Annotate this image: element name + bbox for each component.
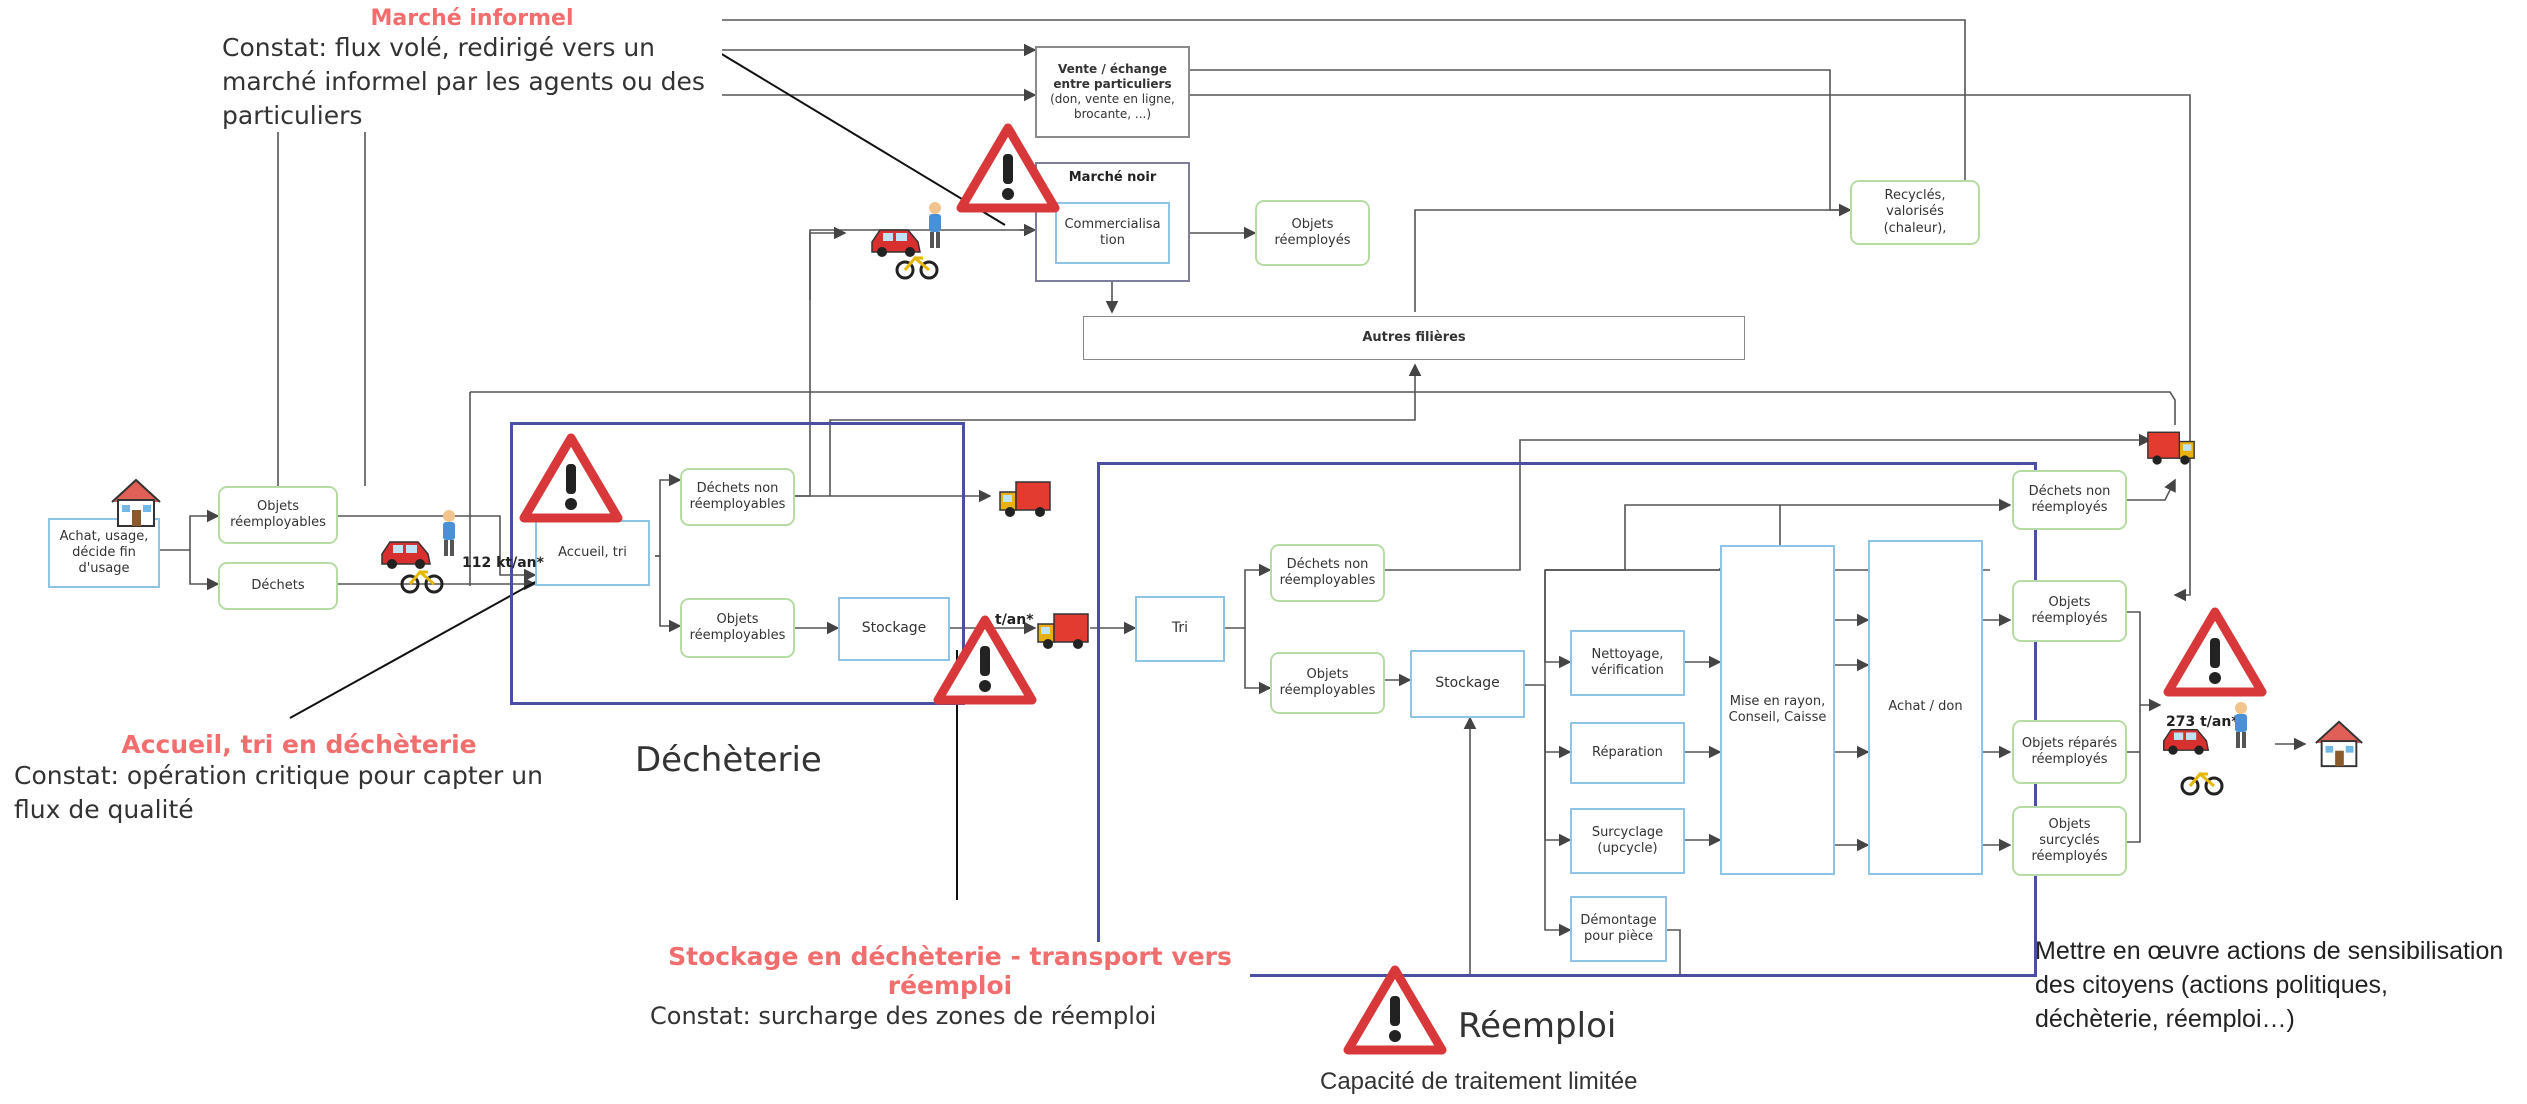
objets-reemployes-label-right: Objets réemployés xyxy=(2031,594,2108,626)
stockage-annotation: Stockage en déchèterie - transport vers … xyxy=(650,942,1250,1033)
warning-icon xyxy=(933,615,1037,705)
marche-noir-label: Marché noir xyxy=(1068,170,1157,185)
informal-text: Constat: flux volé, redirigé vers un mar… xyxy=(222,33,705,130)
objets-reemployables-label-3: Objets réemployables xyxy=(1279,666,1376,698)
achat-don-box: Achat / don xyxy=(1868,540,1983,875)
car-icon xyxy=(871,229,921,257)
stockage-box-2: Stockage xyxy=(1410,650,1525,718)
stockage-box-1: Stockage xyxy=(838,597,950,661)
objets-repares-box: Objets réparés réemployés xyxy=(2012,720,2127,784)
accueil-tri-label: Accueil, tri xyxy=(558,544,627,560)
objets-reemployables-label-1: Objets réemployables xyxy=(230,498,326,530)
recycles-valorises-label: Recyclés, valorisés (chaleur), xyxy=(1883,188,1947,236)
warning-icon xyxy=(2163,607,2267,697)
accueil-tri-box: Accueil, tri xyxy=(535,520,650,586)
dechets-non-reemployables-box-1: Déchets non réemployables xyxy=(680,468,795,526)
nettoyage-box: Nettoyage, vérification xyxy=(1570,630,1685,696)
sensibilisation-note: Mettre en œuvre actions de sensibilisati… xyxy=(2035,937,2504,1033)
dechets-non-reemployables-label-2: Déchets non réemployables xyxy=(1279,556,1376,588)
reparation-box: Réparation xyxy=(1570,722,1685,784)
flow-label-1: 112 kt/an* xyxy=(462,555,544,571)
autres-filieres-label: Autres filières xyxy=(1362,329,1466,345)
achat-usage-box: Achat, usage, décide fin d'usage xyxy=(48,518,160,588)
reemploi-title: Réemploi xyxy=(1458,1006,1617,1046)
demontage-box: Démontage pour pièce xyxy=(1570,896,1667,962)
stockage-label-2: Stockage xyxy=(1435,675,1500,692)
informal-annotation: Marché informel Constat: flux volé, redi… xyxy=(222,6,722,133)
informal-title: Marché informel xyxy=(370,6,574,31)
dechets-non-reemployes-box: Déchets non réemployés xyxy=(2012,470,2127,530)
truck-icon xyxy=(1037,613,1089,649)
dechets-non-reemployables-box-2: Déchets non réemployables xyxy=(1270,544,1385,602)
dechets-label-1: Déchets xyxy=(251,577,305,593)
mise-en-rayon-label: Mise en rayon, Conseil, Caisse xyxy=(1728,693,1827,725)
dechets-non-reemployables-label-1: Déchets non réemployables xyxy=(689,480,786,512)
vente-echange-subtitle: (don, vente en ligne, brocante, ...) xyxy=(1050,92,1175,121)
commercialisation-box: Commercialisa tion xyxy=(1055,202,1170,264)
vente-echange-title: Vente / échange entre particuliers xyxy=(1053,62,1172,91)
truck-icon xyxy=(999,481,1051,517)
objets-reemployes-box-right: Objets réemployés xyxy=(2012,580,2127,642)
flow-label-3: 273 t/an* xyxy=(2166,714,2239,730)
dechets-box-1: Déchets xyxy=(218,562,338,610)
reparation-label: Réparation xyxy=(1592,744,1663,760)
commercialisation-label: Commercialisa tion xyxy=(1064,216,1161,248)
warning-icon xyxy=(956,123,1060,213)
accueil-annotation: Accueil, tri en déchèterie Constat: opér… xyxy=(14,730,584,827)
accueil-text: Constat: opération critique pour capter … xyxy=(14,761,543,824)
tri-label: Tri xyxy=(1171,620,1189,637)
dechetterie-title: Déchèterie xyxy=(635,740,822,780)
stockage-title: Stockage en déchèterie - transport vers … xyxy=(668,942,1232,1000)
reemploi-frame xyxy=(1097,462,2037,977)
reemploi-subtitle: Capacité de traitement limitée xyxy=(1320,1068,1638,1095)
achat-don-label: Achat / don xyxy=(1888,699,1963,715)
vente-echange-box: Vente / échange entre particuliers (don,… xyxy=(1035,46,1190,138)
mise-en-rayon-box: Mise en rayon, Conseil, Caisse xyxy=(1720,545,1835,875)
dechets-non-reemployes-label: Déchets non réemployés xyxy=(2028,483,2111,515)
truck-icon xyxy=(2147,431,2195,465)
bike-icon xyxy=(895,255,939,280)
flow-label-2: t/an* xyxy=(995,612,1034,628)
objets-surcycles-box: Objets surcyclés réemployés xyxy=(2012,806,2127,876)
recycles-valorises-box: Recyclés, valorisés (chaleur), xyxy=(1850,180,1980,245)
objets-reemployables-box-2: Objets réemployables xyxy=(680,598,795,658)
bike-icon xyxy=(400,569,444,594)
house-icon xyxy=(111,478,161,527)
achat-usage-label: Achat, usage, décide fin d'usage xyxy=(59,528,149,577)
objets-repares-label: Objets réparés réemployés xyxy=(2021,735,2118,767)
demontage-label: Démontage pour pièce xyxy=(1580,912,1657,944)
dechetterie-frame xyxy=(510,422,965,705)
accueil-title: Accueil, tri en déchèterie xyxy=(121,730,477,759)
objets-reemployes-box-top: Objets réemployés xyxy=(1255,200,1370,266)
warning-icon xyxy=(1343,965,1447,1055)
stockage-label-1: Stockage xyxy=(861,620,927,637)
car-icon xyxy=(2163,729,2210,755)
warning-icon xyxy=(519,433,623,523)
objets-reemployables-label-2: Objets réemployables xyxy=(689,611,786,643)
house-icon xyxy=(2315,720,2363,768)
bike-icon xyxy=(2180,771,2224,796)
objets-reemployables-box-1: Objets réemployables xyxy=(218,486,338,544)
person-icon xyxy=(443,510,455,556)
nettoyage-label: Nettoyage, vérification xyxy=(1591,646,1664,678)
objets-reemployables-box-3: Objets réemployables xyxy=(1270,652,1385,714)
objets-surcycles-label: Objets surcyclés réemployés xyxy=(2031,816,2108,865)
person-icon xyxy=(2235,702,2247,748)
car-icon xyxy=(381,541,431,569)
stockage-text: Constat: surcharge des zones de réemploi xyxy=(650,1002,1157,1030)
person-icon xyxy=(929,202,941,248)
surcyclage-label: Surcyclage (upcycle) xyxy=(1591,824,1664,856)
surcyclage-box: Surcyclage (upcycle) xyxy=(1570,808,1685,874)
tri-box: Tri xyxy=(1135,596,1225,662)
autres-filieres-box: Autres filières xyxy=(1083,316,1745,360)
objets-reemployes-label-top: Objets réemployés xyxy=(1274,216,1351,248)
